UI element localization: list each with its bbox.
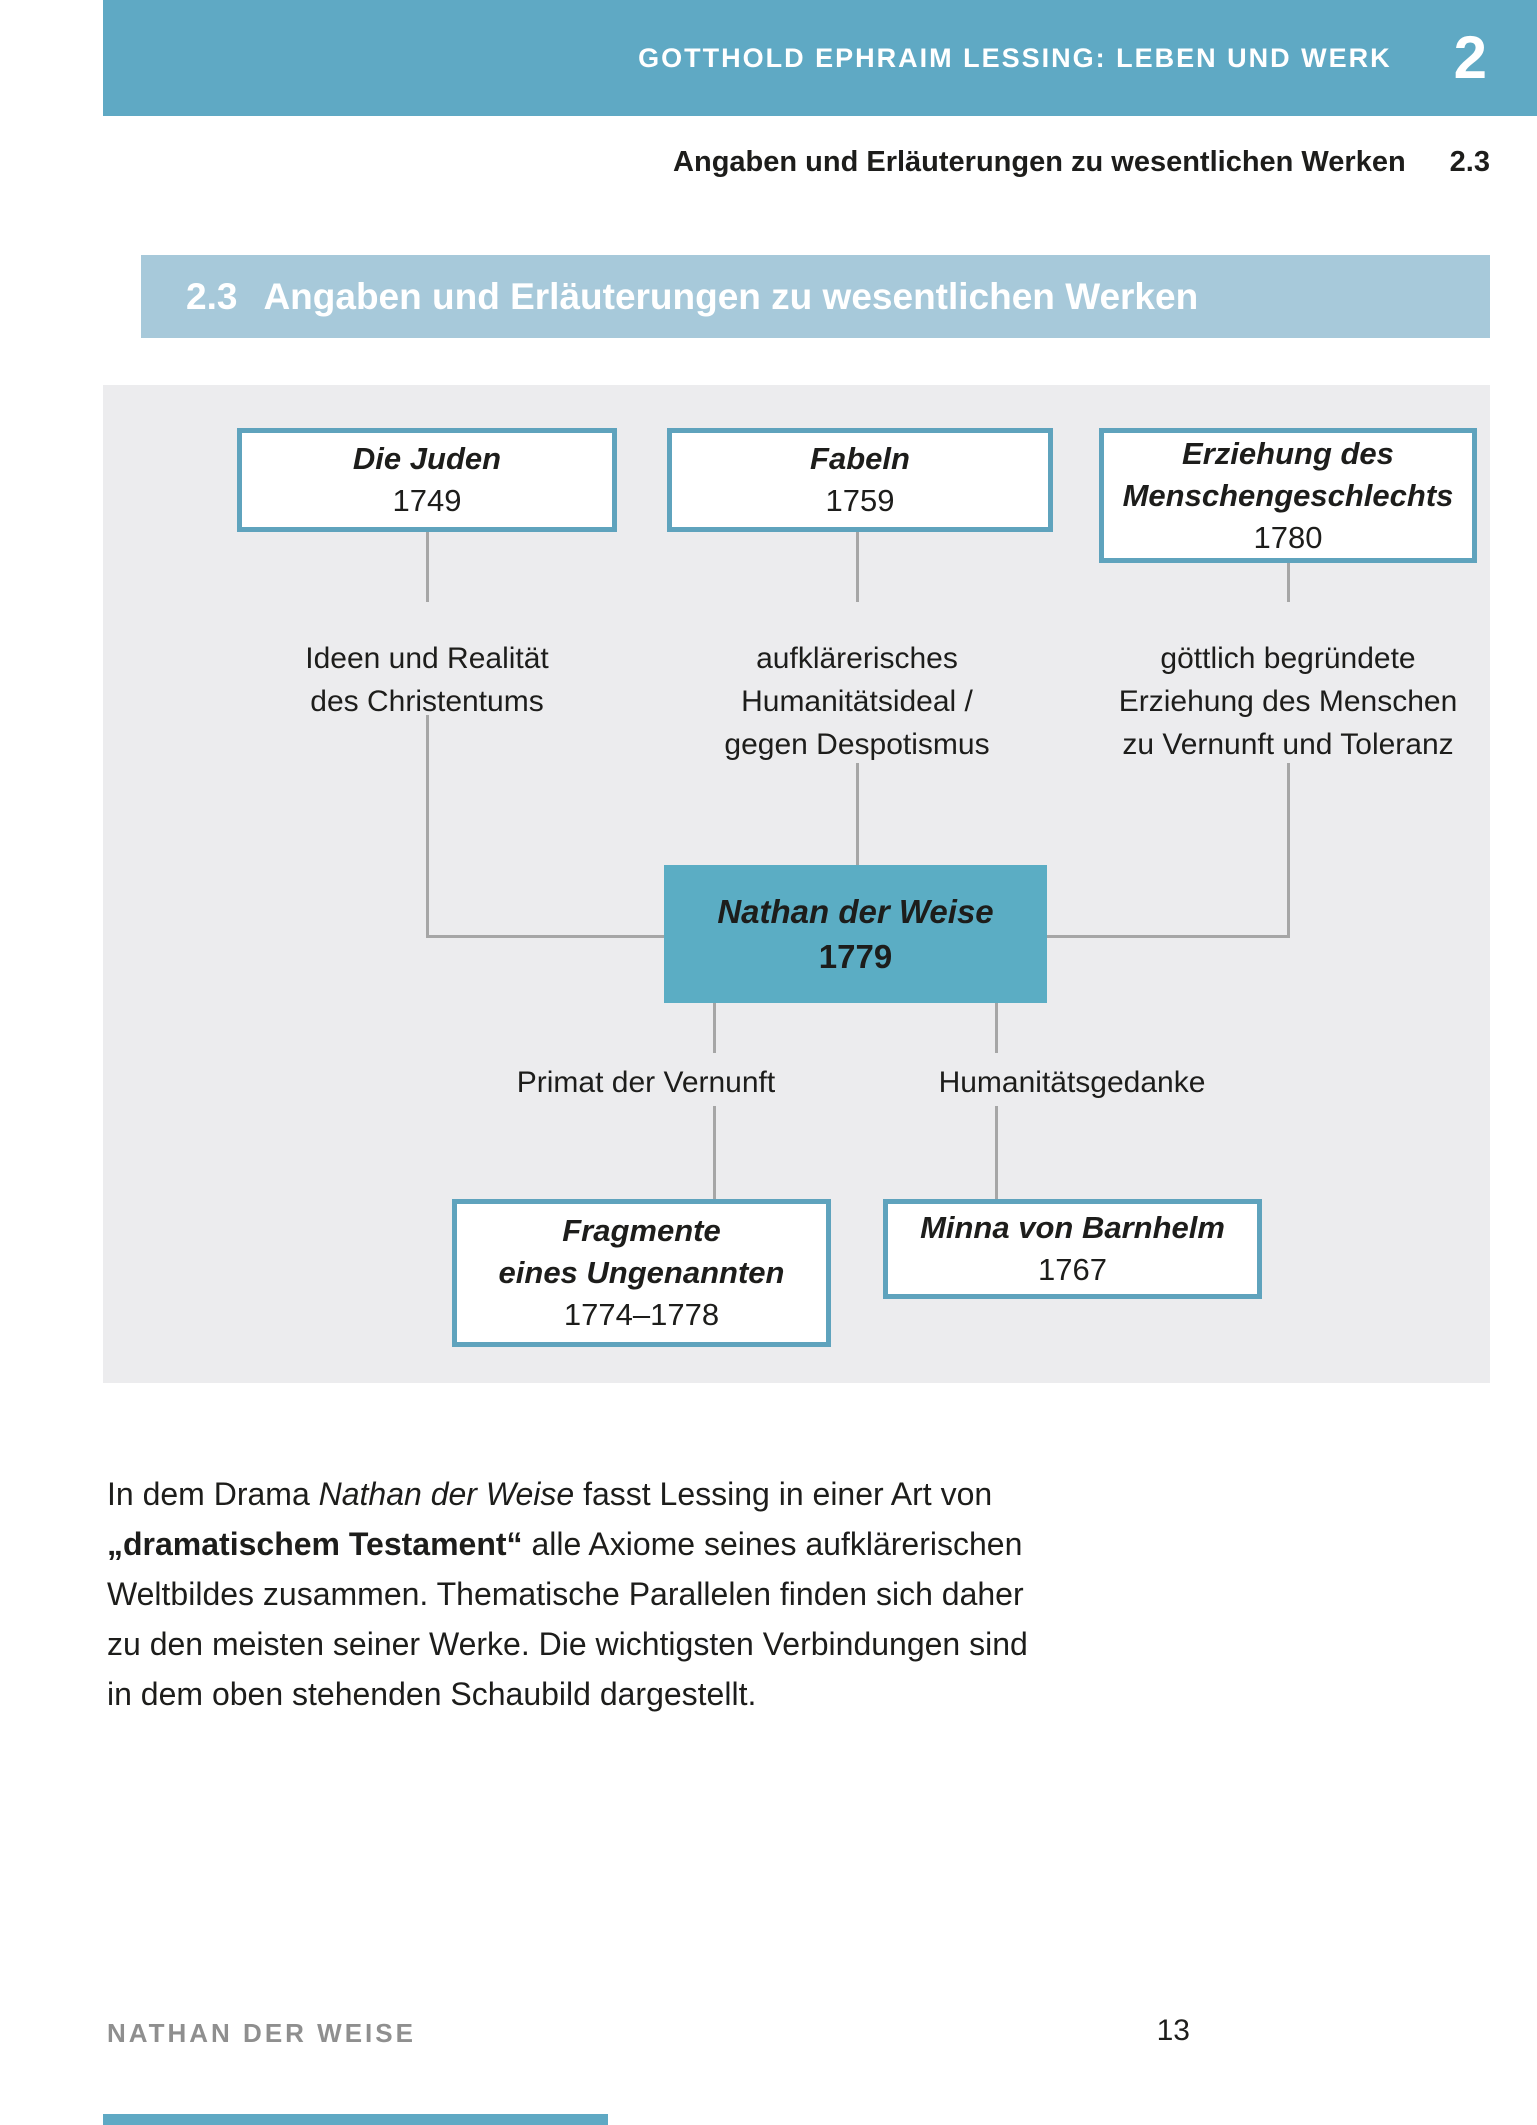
central-work-box-nathan: Nathan der Weise 1779 [664, 865, 1047, 1003]
work-box-title: Minna von Barnhelm [920, 1210, 1225, 1245]
body-paragraph: In dem Drama Nathan der Weise fasst Less… [107, 1476, 1028, 1712]
work-box-minna-von-barnhelm: Minna von Barnhelm 1767 [883, 1199, 1262, 1299]
work-box-fabeln: Fabeln 1759 [667, 428, 1053, 532]
work-box-die-juden: Die Juden 1749 [237, 428, 617, 532]
connector-line [1047, 935, 1290, 938]
footer-page-number: 13 [1156, 2014, 1190, 2047]
diagram-panel: Die Juden 1749 Fabeln 1759 Erziehung des… [103, 385, 1490, 1383]
connector-line [1287, 563, 1290, 602]
section-title-number: 2.3 [186, 275, 238, 317]
theme-label-humanitaetsgedanke: Humanitätsgedanke [938, 1066, 1206, 1099]
connector-line [856, 763, 859, 865]
work-box-title: Die Juden [352, 441, 502, 476]
chapter-number: 2 [1453, 24, 1487, 91]
bottom-accent-strip [103, 2114, 608, 2125]
work-box-year: 1759 [825, 483, 895, 518]
connector-line [426, 715, 429, 937]
connector-line [713, 1106, 716, 1199]
central-work-year: 1779 [818, 938, 893, 975]
breadcrumb-section-number: 2.3 [1449, 146, 1490, 178]
central-work-title: Nathan der Weise [717, 893, 994, 930]
theme-label-primat-der-vernunft: Primat der Vernunft [516, 1066, 776, 1099]
footer-book-title: NATHAN DER WEISE [107, 2018, 416, 2048]
connector-line [995, 1106, 998, 1199]
connector-line [426, 935, 664, 938]
connector-line [995, 1003, 998, 1053]
connector-line [856, 532, 859, 602]
chapter-header-bar: GOTTHOLD EPHRAIM LESSING: LEBEN UND WERK… [103, 0, 1537, 116]
section-title-label: Angaben und Erläuterungen zu wesentliche… [263, 275, 1199, 317]
connector-line [1287, 763, 1290, 937]
work-box-year: 1774–1778 [563, 1297, 720, 1332]
work-box-year: 1767 [1038, 1252, 1107, 1287]
connector-line [713, 1003, 716, 1053]
breadcrumb: Angaben und Erläuterungen zu wesentliche… [673, 146, 1490, 179]
chapter-header-title: GOTTHOLD EPHRAIM LESSING: LEBEN UND WERK [638, 42, 1392, 73]
work-box-title: Fabeln [810, 441, 910, 476]
breadcrumb-label: Angaben und Erläuterungen zu wesentliche… [673, 146, 1406, 178]
work-box-year: 1749 [392, 483, 462, 518]
work-box-year: 1780 [1253, 519, 1323, 555]
connector-line [426, 532, 429, 602]
section-title-bar: 2.3 Angaben und Erläuterungen zu wesentl… [141, 255, 1490, 338]
